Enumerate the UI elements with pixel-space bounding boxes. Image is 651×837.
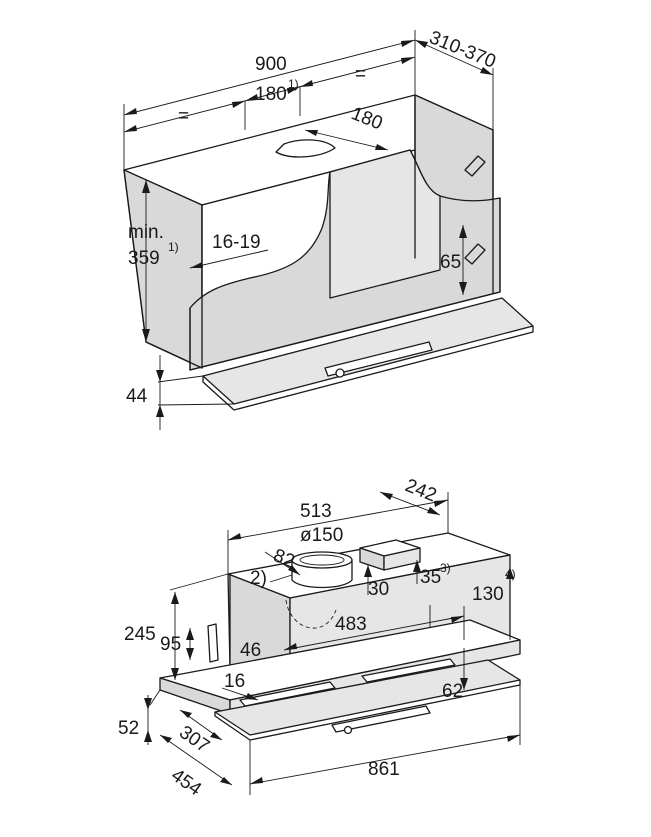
dim-16: 16: [224, 671, 245, 692]
dim-46: 46: [240, 640, 261, 661]
dim-95: 95: [160, 634, 181, 655]
duct-ring: [291, 551, 353, 569]
dim-130: 130: [472, 584, 504, 605]
cabinet-drawing: 900 310-370 = = 180 1) 180 min. 359 1): [123, 27, 534, 430]
dim-35: 35: [420, 567, 441, 588]
note-1-min: 1): [168, 240, 179, 254]
note-2: 2): [250, 568, 267, 589]
hood-unit-drawing: 513 242 ø150 82 2) 35 3) 30 130 4) 245: [118, 475, 521, 801]
dim-900: 900: [255, 54, 287, 75]
dim-245: 245: [124, 624, 156, 645]
dim-30: 30: [368, 579, 389, 600]
canopy-slot-right: [361, 658, 456, 683]
dim-equal-right: =: [355, 64, 366, 85]
note-4: 4): [505, 567, 516, 581]
dim-62: 62: [442, 681, 463, 702]
dim-52: 52: [118, 718, 139, 739]
dim-44: 44: [126, 386, 148, 407]
dim-equal-left: =: [178, 106, 189, 127]
dim-min-359: 359: [128, 248, 160, 269]
dim-307: 307: [175, 722, 213, 757]
dim-861: 861: [368, 759, 400, 780]
note-3: 3): [440, 561, 451, 575]
dim-454: 454: [167, 765, 205, 801]
dim-310-370: 310-370: [426, 27, 499, 73]
pull-out-handle: [331, 705, 431, 733]
dim-513: 513: [300, 501, 332, 522]
dim-d150: ø150: [300, 525, 343, 546]
dim-483: 483: [335, 614, 367, 635]
hood-front-face: [329, 149, 441, 299]
dim-65: 65: [440, 252, 461, 273]
note-1-cutout: 1): [288, 77, 299, 91]
upper-bracket: [464, 155, 486, 177]
panel-handle: [324, 341, 433, 377]
dim-16-19: 16-19: [212, 232, 261, 253]
dim-180-cutout: 180: [255, 84, 287, 105]
canopy-slot-left: [239, 681, 336, 707]
dim-242: 242: [402, 475, 439, 506]
duct-cutout: [275, 139, 336, 158]
side-bracket: [207, 623, 219, 663]
min-label: min.: [128, 222, 164, 243]
lower-bracket: [464, 243, 486, 265]
panel-knob: [335, 368, 345, 378]
